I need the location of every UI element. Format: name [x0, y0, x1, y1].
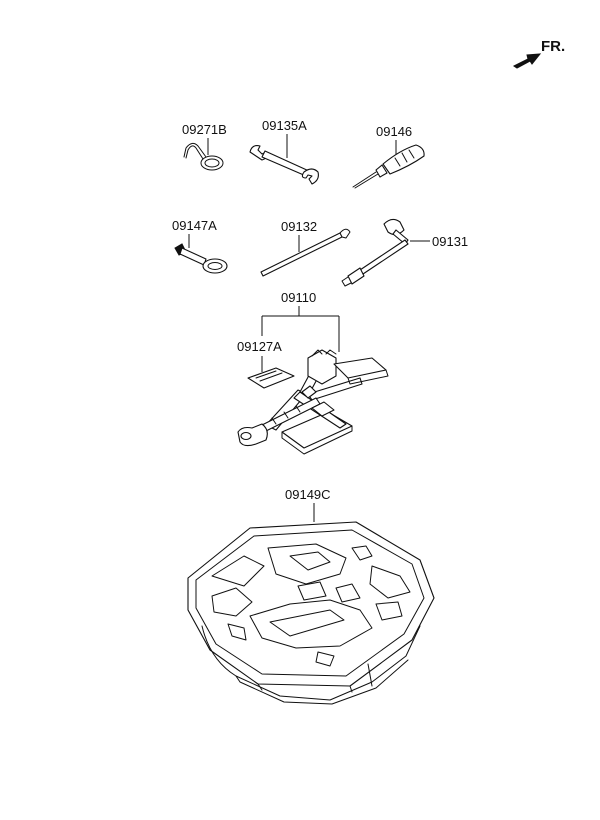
lug-wrench-icon: [341, 218, 409, 287]
part-label-handle-rod: 09132: [281, 219, 317, 234]
part-lug-wrench[interactable]: 09131: [341, 218, 468, 287]
part-clip[interactable]: 09271B: [182, 122, 227, 171]
wrench-icon: [249, 145, 319, 185]
screwdriver-icon: [352, 144, 425, 189]
tow-hook-icon: [174, 243, 228, 274]
part-screwdriver[interactable]: 09146: [352, 124, 425, 189]
front-direction-indicator: FR.: [513, 38, 565, 69]
handle-rod-icon: [260, 228, 351, 277]
part-label-screwdriver: 09146: [376, 124, 412, 139]
part-handle-rod[interactable]: 09132: [260, 219, 351, 277]
part-label-clip: 09271B: [182, 122, 227, 137]
front-arrow-icon: [513, 53, 542, 69]
part-tow-hook[interactable]: 09147A: [172, 218, 228, 274]
front-direction-label: FR.: [541, 38, 565, 55]
part-label-wrench: 09135A: [262, 118, 307, 133]
part-label-jack-label: 09127A: [237, 339, 282, 354]
warning-label-icon: [247, 367, 295, 389]
part-label-jack-assembly: 09110: [281, 290, 316, 305]
part-label-tow-hook: 09147A: [172, 218, 217, 233]
clip-icon: [183, 142, 224, 171]
scissor-jack-icon: [237, 349, 389, 455]
jack-bracket-lines: [261, 306, 340, 352]
part-jack-assembly[interactable]: 09110: [237, 290, 389, 455]
part-wrench[interactable]: 09135A: [249, 118, 319, 185]
part-label-lug-wrench: 09131: [432, 234, 468, 249]
part-label-tool-tray: 09149C: [285, 487, 331, 502]
part-tool-tray[interactable]: 09149C: [187, 487, 435, 705]
tool-tray-icon: [187, 521, 435, 705]
part-jack-label[interactable]: 09127A: [237, 339, 295, 389]
